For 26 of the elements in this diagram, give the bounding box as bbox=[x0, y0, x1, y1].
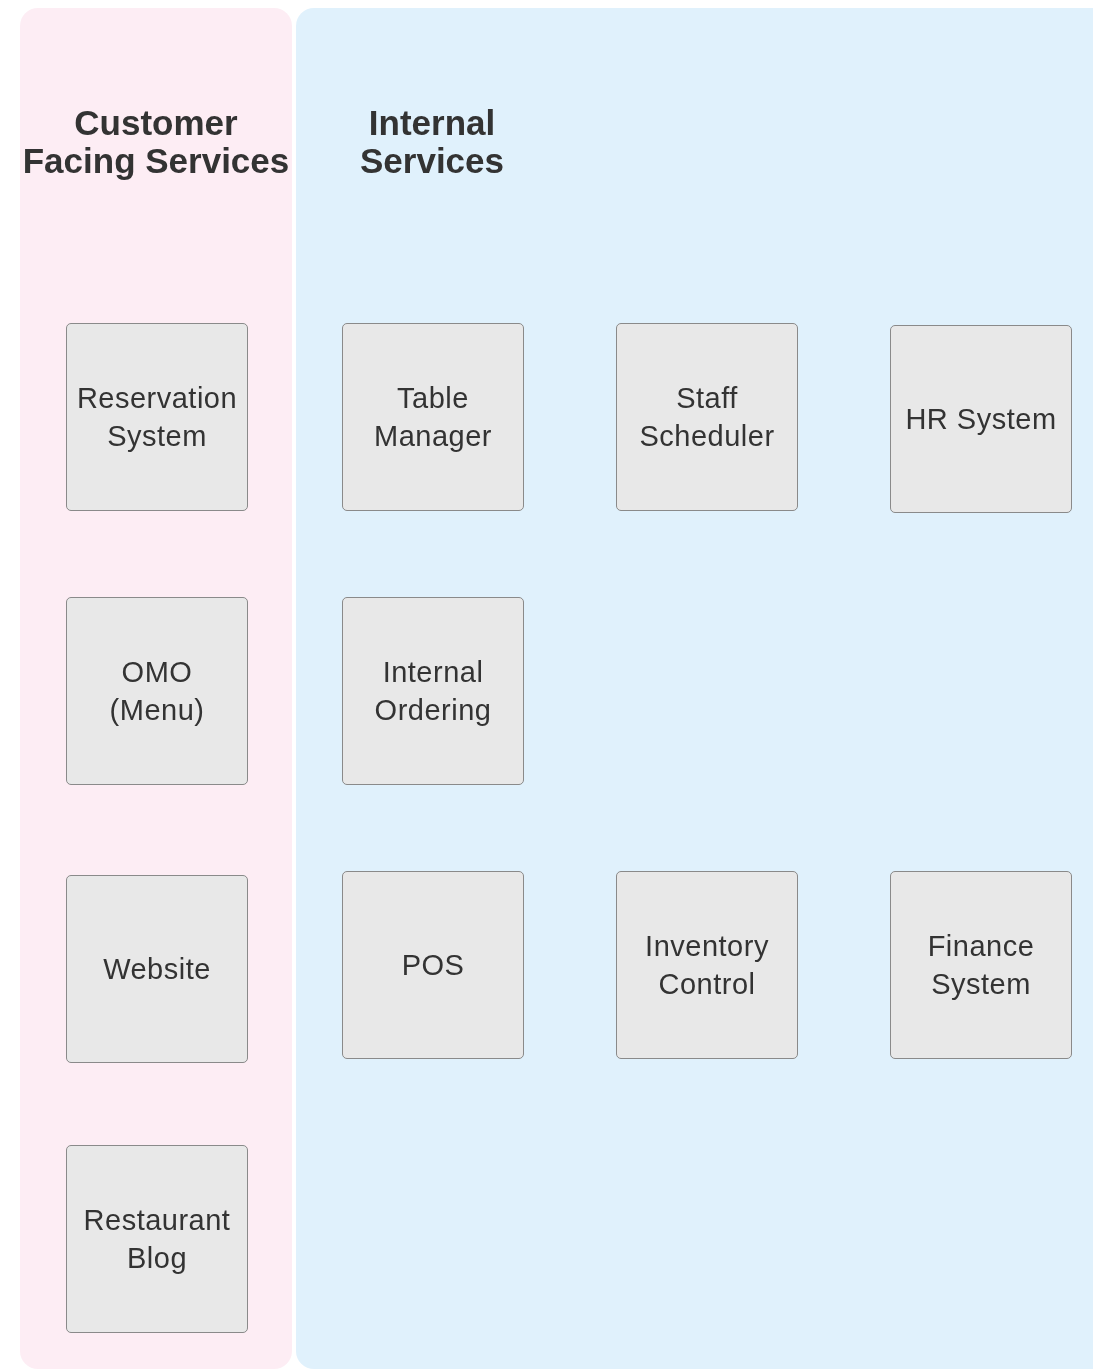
system-name: Staff Scheduler bbox=[638, 381, 776, 454]
system-box bbox=[890, 325, 1072, 513]
lane-heading: Internal Services bbox=[359, 104, 505, 180]
system-box bbox=[66, 323, 248, 511]
system-name: Website bbox=[102, 952, 212, 987]
system-name: Restaurant Blog bbox=[82, 1203, 232, 1276]
system-name: Finance System bbox=[926, 929, 1036, 1002]
lane-heading: Customer Facing Services bbox=[21, 104, 291, 180]
swimlane-band bbox=[296, 8, 1093, 1369]
system-box bbox=[890, 871, 1072, 1059]
system-box bbox=[66, 1145, 248, 1333]
swimlane-band bbox=[20, 8, 292, 1369]
system-box bbox=[342, 597, 524, 785]
system-box bbox=[342, 323, 524, 511]
system-name: OMO (Menu) bbox=[108, 655, 206, 728]
system-box bbox=[616, 871, 798, 1059]
system-name: Inventory Control bbox=[644, 929, 770, 1002]
system-name: Table Manager bbox=[373, 381, 493, 454]
system-name: POS bbox=[400, 948, 466, 983]
system-box bbox=[616, 323, 798, 511]
system-box bbox=[66, 597, 248, 785]
system-name: Reservation System bbox=[75, 381, 239, 454]
system-box bbox=[342, 871, 524, 1059]
system-box bbox=[66, 875, 248, 1063]
system-name: Internal Ordering bbox=[373, 655, 493, 728]
system-name: HR System bbox=[904, 402, 1058, 437]
